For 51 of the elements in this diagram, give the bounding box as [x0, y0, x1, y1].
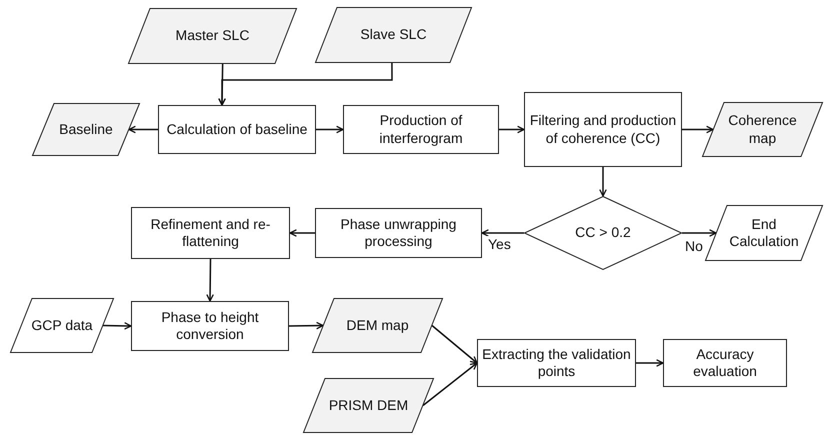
box-label: GCP data	[30, 316, 94, 334]
arrow	[481, 229, 524, 237]
arrow	[499, 126, 525, 134]
arrow	[682, 229, 717, 237]
box-label: Slave SLC	[359, 26, 428, 44]
data-parallelogram	[312, 298, 443, 353]
box-label: Production of interferogram	[378, 112, 464, 147]
data-parallelogram	[705, 205, 823, 261]
arrow	[422, 362, 478, 406]
box-label: DEM map	[345, 316, 410, 334]
edge-label: Yes	[487, 236, 512, 252]
arrow	[288, 322, 324, 330]
process-box	[663, 339, 787, 387]
box-label: Filtering and production of coherence (CC)	[528, 112, 678, 147]
box-label: Baseline	[58, 120, 114, 138]
data-parallelogram	[128, 8, 297, 64]
decision-diamond	[524, 196, 682, 270]
data-parallelogram	[10, 298, 114, 353]
box-label: Phase unwrapping processing	[340, 216, 458, 250]
process-box	[158, 105, 316, 154]
box-label: Refinement and re-flattening	[150, 216, 272, 250]
box-label: Extracting the validation points	[481, 346, 632, 380]
arrow	[218, 63, 393, 106]
data-parallelogram	[303, 378, 434, 433]
arrow	[316, 126, 344, 134]
arrow	[599, 167, 607, 197]
edge-label: No	[684, 238, 704, 254]
data-parallelogram	[702, 102, 823, 157]
arrow	[206, 259, 214, 302]
box-label: Coherence map	[727, 112, 798, 147]
box-label: CC > 0.2	[574, 224, 632, 242]
process-box	[343, 105, 499, 154]
box-label: PRISM DEM	[328, 396, 410, 414]
arrow	[682, 126, 714, 134]
box-label: Calculation of baseline	[166, 120, 308, 138]
process-box	[315, 208, 482, 258]
data-parallelogram	[32, 103, 140, 156]
box-label: Accuracy evaluation	[692, 346, 758, 380]
process-box	[477, 339, 636, 387]
box-label: Master SLC	[174, 27, 250, 45]
data-parallelogram	[315, 7, 472, 63]
arrow	[102, 322, 132, 330]
process-box	[131, 207, 290, 259]
box-label: End Calculation	[728, 216, 800, 250]
arrow	[432, 324, 478, 364]
process-box	[131, 301, 289, 351]
arrow	[636, 359, 664, 367]
process-box	[524, 92, 682, 167]
arrow	[289, 229, 315, 237]
box-label: Phase to height conversion	[160, 308, 260, 344]
arrow	[128, 126, 158, 134]
